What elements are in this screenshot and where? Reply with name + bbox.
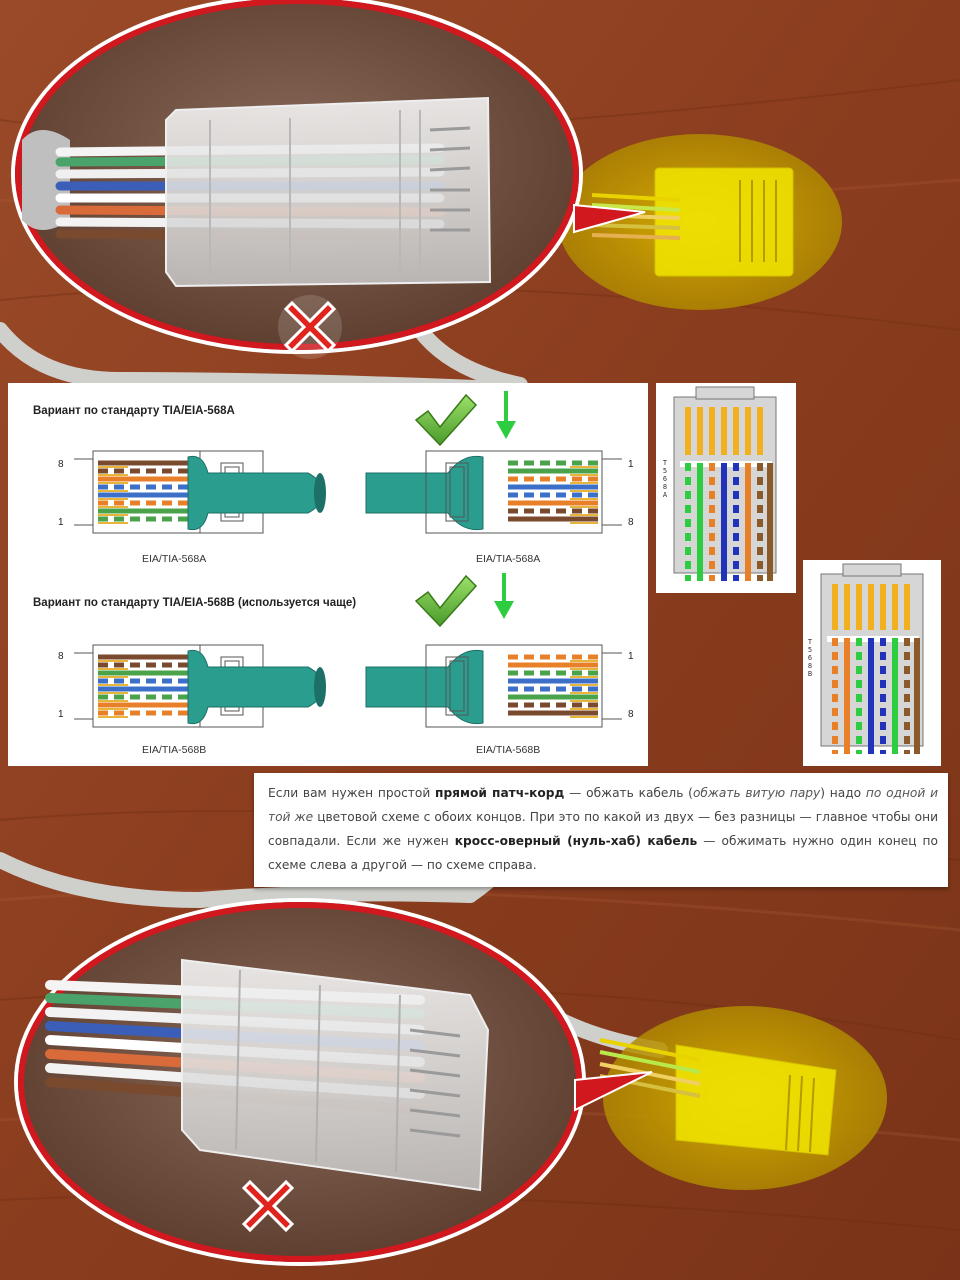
check-icon xyxy=(414,574,478,628)
pinout-card-t568b: T568B xyxy=(803,560,941,766)
info-bold-crossover: кросс-оверный (нуль-хаб) кабель xyxy=(454,834,698,848)
wiring-diagram-panel: Вариант по стандарту TIA/EIA-568A Вариан… xyxy=(8,383,648,766)
pinout-label-t568a: T568A xyxy=(662,459,668,499)
info-text: ) надо xyxy=(820,786,866,800)
connector-b-left xyxy=(74,644,326,728)
info-bold-straight-cord: прямой патч-корд xyxy=(435,786,565,800)
arrow-down-icon xyxy=(496,391,516,439)
pinout-card-t568a: T568A xyxy=(656,383,796,593)
pin-label-8: 8 xyxy=(628,709,634,720)
pin-label-8: 8 xyxy=(58,651,64,662)
section-title-568a: Вариант по стандарту TIA/EIA-568A xyxy=(33,405,235,417)
info-text-box: Если вам нужен простой прямой патч-корд … xyxy=(254,773,948,887)
pin-label-1: 1 xyxy=(58,517,64,528)
connector-b-right xyxy=(365,644,622,728)
cross-icon xyxy=(241,1179,295,1233)
caption-568a-left: EIA/TIA-568A xyxy=(142,553,207,565)
pin-label-1: 1 xyxy=(628,459,634,470)
pinout-label-t568b: T568B xyxy=(807,638,813,678)
pin-label-1: 1 xyxy=(58,709,64,720)
yellow-plug-top xyxy=(591,167,794,277)
info-italic: обжать витую пару xyxy=(692,786,821,800)
connector-a-right xyxy=(365,450,622,534)
check-icon xyxy=(414,393,478,447)
pin-label-1: 1 xyxy=(628,651,634,662)
section-title-568b: Вариант по стандарту TIA/EIA-568B (испол… xyxy=(33,597,357,609)
caption-568a-right: EIA/TIA-568A xyxy=(476,553,541,565)
caption-568b-right: EIA/TIA-568B xyxy=(476,744,541,756)
cross-icon xyxy=(278,295,342,359)
info-paragraph: Если вам нужен простой прямой патч-корд … xyxy=(268,781,938,877)
info-text: — обжимать нужно один конец по схеме сле… xyxy=(268,834,938,872)
pin-label-8: 8 xyxy=(58,459,64,470)
info-text: цветовой схеме с обоих концов. При это п… xyxy=(268,810,938,848)
info-text: — обжать кабель ( xyxy=(564,786,693,800)
info-text: Если вам нужен простой xyxy=(268,786,436,800)
magnify-bubble-top xyxy=(11,0,646,359)
wiring-diagram xyxy=(74,391,622,728)
info-italic: по одной и той же xyxy=(268,786,938,824)
caption-568b-left: EIA/TIA-568B xyxy=(142,744,207,756)
pin-label-8: 8 xyxy=(628,517,634,528)
arrow-down-icon xyxy=(494,573,514,619)
magnify-bubble-bottom xyxy=(14,898,653,1266)
